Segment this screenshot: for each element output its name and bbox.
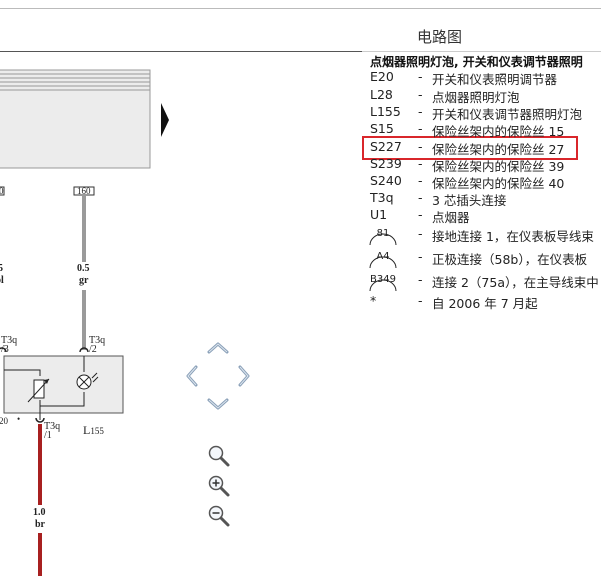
wire-left-color: ol [0,275,4,286]
wire-label-bg-left [0,262,8,290]
zoom-out-icon[interactable] [207,504,231,528]
fuse-holder-box [0,69,151,169]
arrow-down-icon[interactable] [206,396,230,412]
pin-mid-num: /2 [89,344,97,355]
wire-label-bg-bottom [28,505,52,533]
arrow-up-icon[interactable] [206,340,230,356]
pin-mid-marker [79,347,89,353]
pin-left-marker [0,347,7,353]
pin-bottom-num: /1 [44,430,52,441]
expand-triangle-icon [161,103,169,137]
arrow-right-icon[interactable] [236,364,252,388]
dot-marker: • [17,414,21,424]
page-title: 电路图 [417,28,463,46]
pin-bottom-marker [35,417,45,423]
component-label: L155 [83,423,104,437]
ground-connection-icon [369,233,397,245]
wire-mid-color: gr [79,275,89,286]
legend-title: 点烟器照明灯泡, 开关和仪表调节器照明 [370,55,583,69]
zoom-in-icon[interactable] [207,474,231,498]
wire-label-bg-mid [72,262,96,290]
magnifier-icon[interactable] [207,444,231,468]
connection-icon [369,279,397,291]
highlight-box [362,136,578,160]
potentiometer-icon [33,379,45,399]
pin-left-name: T3q [1,335,18,346]
connector-left-box [0,186,5,196]
bottom-left-num: 20 [0,416,8,426]
wire-bottom-color: br [35,519,45,530]
pin-left-num: /3 [1,344,9,355]
connector-left-label: 0 [0,186,4,196]
positive-connection-icon [369,256,397,268]
wire-left-size: 5 [0,263,3,274]
pin-mid-name: T3q [89,335,106,346]
wire-bottom-size: 1.0 [33,507,46,518]
wire-mid-size: 0.5 [77,263,90,274]
component-box-l155 [3,355,124,414]
arrow-left-icon[interactable] [184,364,200,388]
connector-mid-label: 160 [77,186,91,196]
pin-bottom-name: T3q [44,421,61,432]
